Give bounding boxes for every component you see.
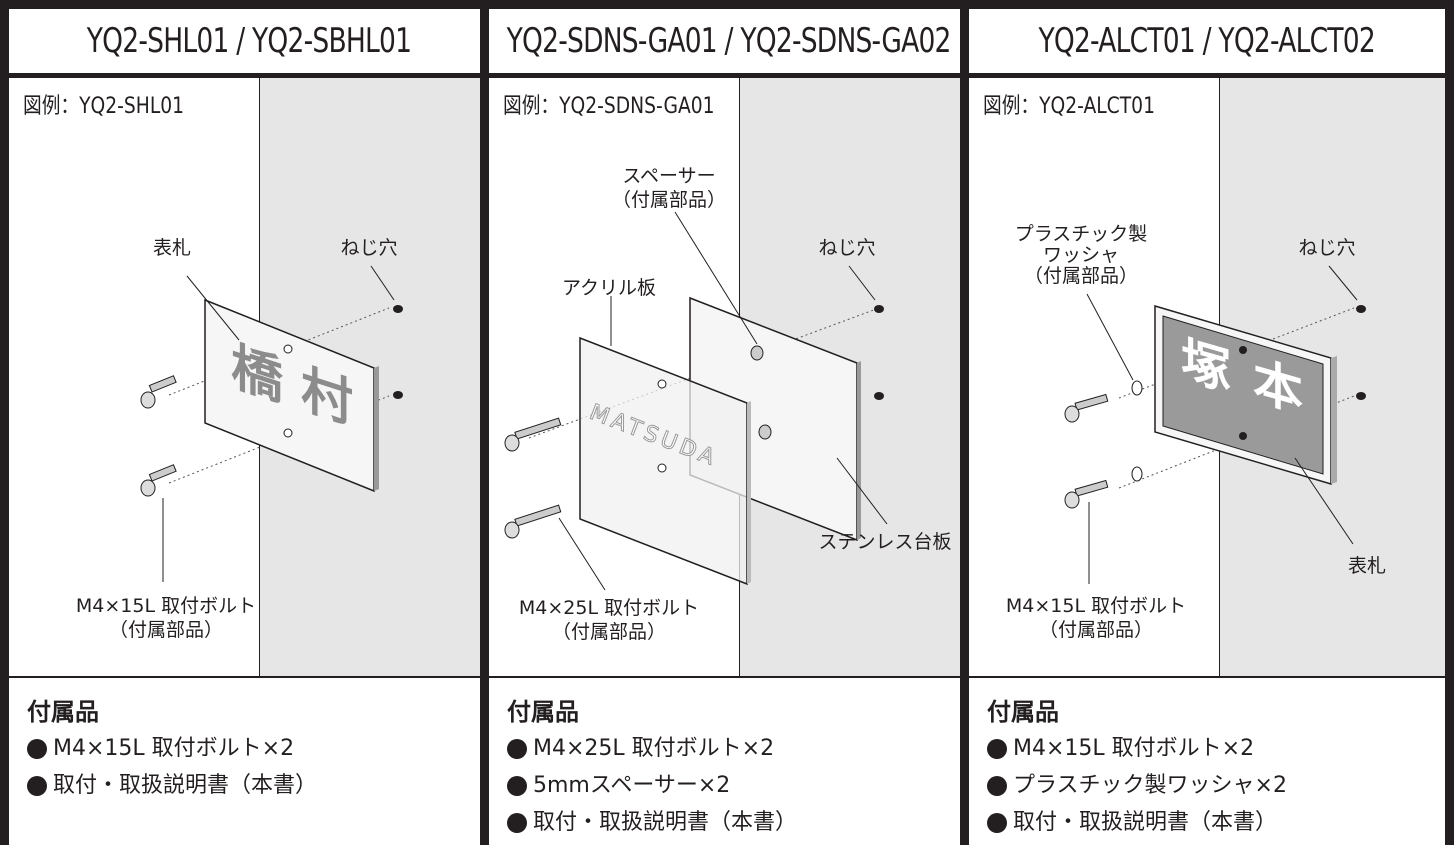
mounting-bolt (504, 417, 562, 452)
column-header: YQ2-SHL01 / YQ2-SBHL01 (9, 0, 489, 78)
screw-hole (1356, 305, 1366, 313)
mounting-bolt (140, 375, 177, 409)
bullet-icon (507, 738, 527, 759)
accessories-title: 付属品 (27, 698, 99, 726)
spacer (750, 345, 764, 361)
accessory-item: M4×25L 取付ボルト×2 (507, 730, 797, 767)
plastic-washer (1131, 380, 1143, 396)
accessories-section: 付属品 M4×25L 取付ボルト×2 5mmスペーサー×2 取付・取扱説明書（本… (489, 678, 969, 845)
bullet-icon (987, 812, 1007, 833)
screw-hole-label: ねじ穴 (818, 237, 876, 259)
accessories-list: M4×15L 取付ボルト×2 プラスチック製ワッシャ×2 取付・取扱説明書（本書… (987, 730, 1287, 841)
bolt-label: M4×25L 取付ボルト （付属部品） (519, 596, 699, 644)
nameplate (1162, 315, 1324, 475)
screw-hole (874, 392, 884, 400)
spacer-label-line1: スペーサー (622, 165, 716, 187)
accessory-item: 取付・取扱説明書（本書） (27, 767, 317, 804)
assembly-diagram (504, 211, 888, 591)
stainless-label: ステンレス台板 (818, 531, 952, 553)
divider (489, 676, 969, 678)
example-label: 図例：YQ2-SHL01 (23, 94, 185, 119)
bolt-label-line1: M4×15L 取付ボルト (75, 595, 257, 617)
column-sdns-ga01: YQ2-SDNS-GA01 / YQ2-SDNS-GA02 図例：YQ2-SDN… (480, 0, 969, 845)
bullet-icon (507, 775, 527, 796)
mounting-bolt (1064, 393, 1109, 423)
accessories-list: M4×25L 取付ボルト×2 5mmスペーサー×2 取付・取扱説明書（本書） (507, 730, 797, 841)
column-alct01: YQ2-ALCT01 / YQ2-ALCT02 図例：YQ2-ALCT01 (960, 0, 1454, 845)
plate-label: 表札 (1347, 555, 1387, 577)
screw-hole (1356, 392, 1366, 400)
diagram-panel: 図例：YQ2-SDNS-GA01 (489, 78, 969, 676)
screw-hole-label: ねじ穴 (340, 237, 398, 259)
divider (969, 676, 1445, 678)
column-shl01: YQ2-SHL01 / YQ2-SBHL01 図例：YQ2-SHL01 (0, 0, 489, 845)
accessory-item: 5mmスペーサー×2 (507, 767, 797, 804)
washer-label-line1: プラスチック製 (1014, 223, 1148, 245)
bullet-icon (987, 738, 1007, 759)
bolt-label-line1: M4×25L 取付ボルト (518, 597, 700, 619)
accessories-section: 付属品 M4×15L 取付ボルト×2 プラスチック製ワッシャ×2 取付・取扱説明… (969, 678, 1445, 845)
accessory-item: 取付・取扱説明書（本書） (507, 804, 797, 841)
bolt-label-line2: （付属部品） (108, 619, 223, 641)
accessories-title: 付属品 (507, 698, 579, 726)
acrylic-label: アクリル板 (561, 277, 657, 299)
screw-hole (393, 305, 403, 313)
diagram-panel: 図例：YQ2-SHL01 (9, 78, 489, 676)
bullet-icon (27, 775, 47, 796)
column-title: YQ2-ALCT01 / YQ2-ALCT02 (1038, 21, 1376, 61)
column-title: YQ2-SHL01 / YQ2-SBHL01 (86, 21, 412, 61)
accessory-item: M4×15L 取付ボルト×2 (27, 730, 317, 767)
bolt-label-line2: （付属部品） (1038, 619, 1153, 641)
mounting-bolt (504, 504, 562, 539)
mounting-bolt (1064, 479, 1109, 509)
spacer-label-line2: （付属部品） (611, 189, 727, 211)
divider (9, 676, 489, 678)
assembly-diagram (140, 265, 403, 582)
mounting-bolt (140, 464, 177, 497)
column-header: YQ2-SDNS-GA01 / YQ2-SDNS-GA02 (489, 0, 969, 78)
screw-hole (874, 305, 884, 313)
accessories-title: 付属品 (987, 698, 1059, 726)
diagram-panel: 図例：YQ2-ALCT01 (969, 78, 1445, 676)
bolt-label-line2: （付属部品） (551, 621, 666, 643)
screw-hole (393, 391, 403, 399)
example-label: 図例：YQ2-SDNS-GA01 (503, 94, 715, 119)
spacer-label: スペーサー （付属部品） (612, 164, 726, 212)
plastic-washer (1131, 466, 1143, 482)
screw-hole-label: ねじ穴 (1298, 237, 1356, 259)
accessories-list: M4×15L 取付ボルト×2 取付・取扱説明書（本書） (27, 730, 317, 804)
bolt-label: M4×15L 取付ボルト （付属部品） (76, 594, 256, 642)
bullet-icon (507, 812, 527, 833)
column-title: YQ2-SDNS-GA01 / YQ2-SDNS-GA02 (506, 21, 952, 61)
plate-label: 表札 (152, 237, 192, 259)
bullet-icon (27, 738, 47, 759)
washer-label-line2: ワッシャ (1042, 244, 1119, 266)
column-header: YQ2-ALCT01 / YQ2-ALCT02 (969, 0, 1445, 78)
example-label: 図例：YQ2-ALCT01 (983, 94, 1155, 119)
bolt-label: M4×15L 取付ボルト （付属部品） (1006, 594, 1186, 642)
accessory-item: M4×15L 取付ボルト×2 (987, 730, 1287, 767)
accessory-item: プラスチック製ワッシャ×2 (987, 767, 1287, 804)
bullet-icon (987, 775, 1007, 796)
accessory-item: 取付・取扱説明書（本書） (987, 804, 1287, 841)
accessories-section: 付属品 M4×15L 取付ボルト×2 取付・取扱説明書（本書） (9, 678, 489, 845)
washer-label-line3: （付属部品） (1023, 265, 1138, 287)
spacer (758, 424, 772, 440)
washer-label: プラスチック製 ワッシャ （付属部品） (1015, 224, 1148, 287)
bolt-label-line1: M4×15L 取付ボルト (1005, 595, 1187, 617)
assembly-diagram (1064, 265, 1366, 584)
